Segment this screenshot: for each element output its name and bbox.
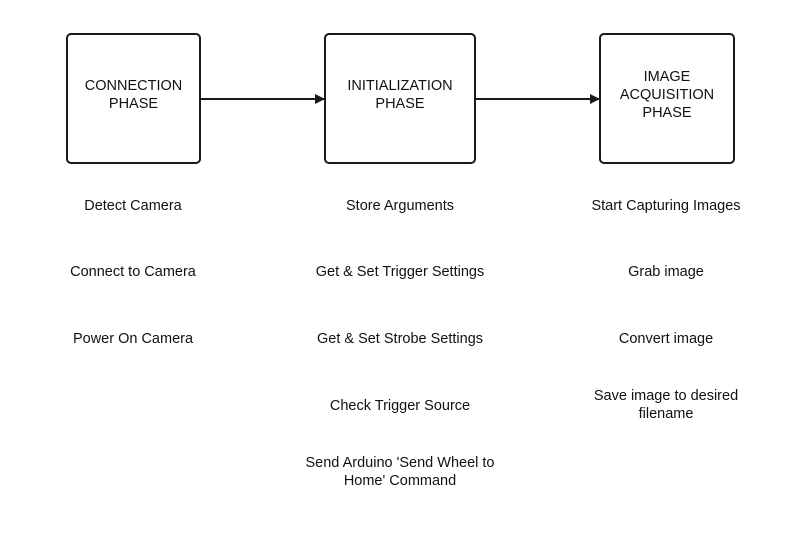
connection-step-power-on-camera: Power On Camera [72, 331, 194, 347]
connection-phase-box: CONNECTION PHASE [66, 33, 201, 164]
connection-step-connect-camera: Connect to Camera [70, 264, 196, 280]
acquisition-step-convert-image: Convert image [618, 331, 714, 347]
acquisition-step-start-capturing: Start Capturing Images [591, 198, 741, 214]
initialization-step-store-arguments: Store Arguments [346, 198, 454, 214]
image-acquisition-phase-box: IMAGE ACQUISITION PHASE [599, 33, 735, 164]
initialization-phase-title: INITIALIZATION PHASE [347, 77, 453, 112]
initialization-step-strobe-settings: Get & Set Strobe Settings [316, 331, 484, 347]
initialization-step-check-trigger-source: Check Trigger Source [329, 398, 471, 414]
image-acquisition-phase-title: IMAGE ACQUISITION PHASE [619, 68, 715, 121]
initialization-phase-box: INITIALIZATION PHASE [324, 33, 476, 164]
acquisition-step-grab-image: Grab image [628, 264, 704, 280]
initialization-step-send-arduino-command: Send Arduino 'Send Wheel to Home' Comman… [305, 455, 495, 489]
initialization-step-trigger-settings: Get & Set Trigger Settings [315, 264, 485, 280]
connection-phase-title: CONNECTION PHASE [84, 77, 183, 112]
connection-step-detect-camera: Detect Camera [84, 198, 182, 214]
acquisition-step-save-image: Save image to desired filename [593, 388, 739, 422]
